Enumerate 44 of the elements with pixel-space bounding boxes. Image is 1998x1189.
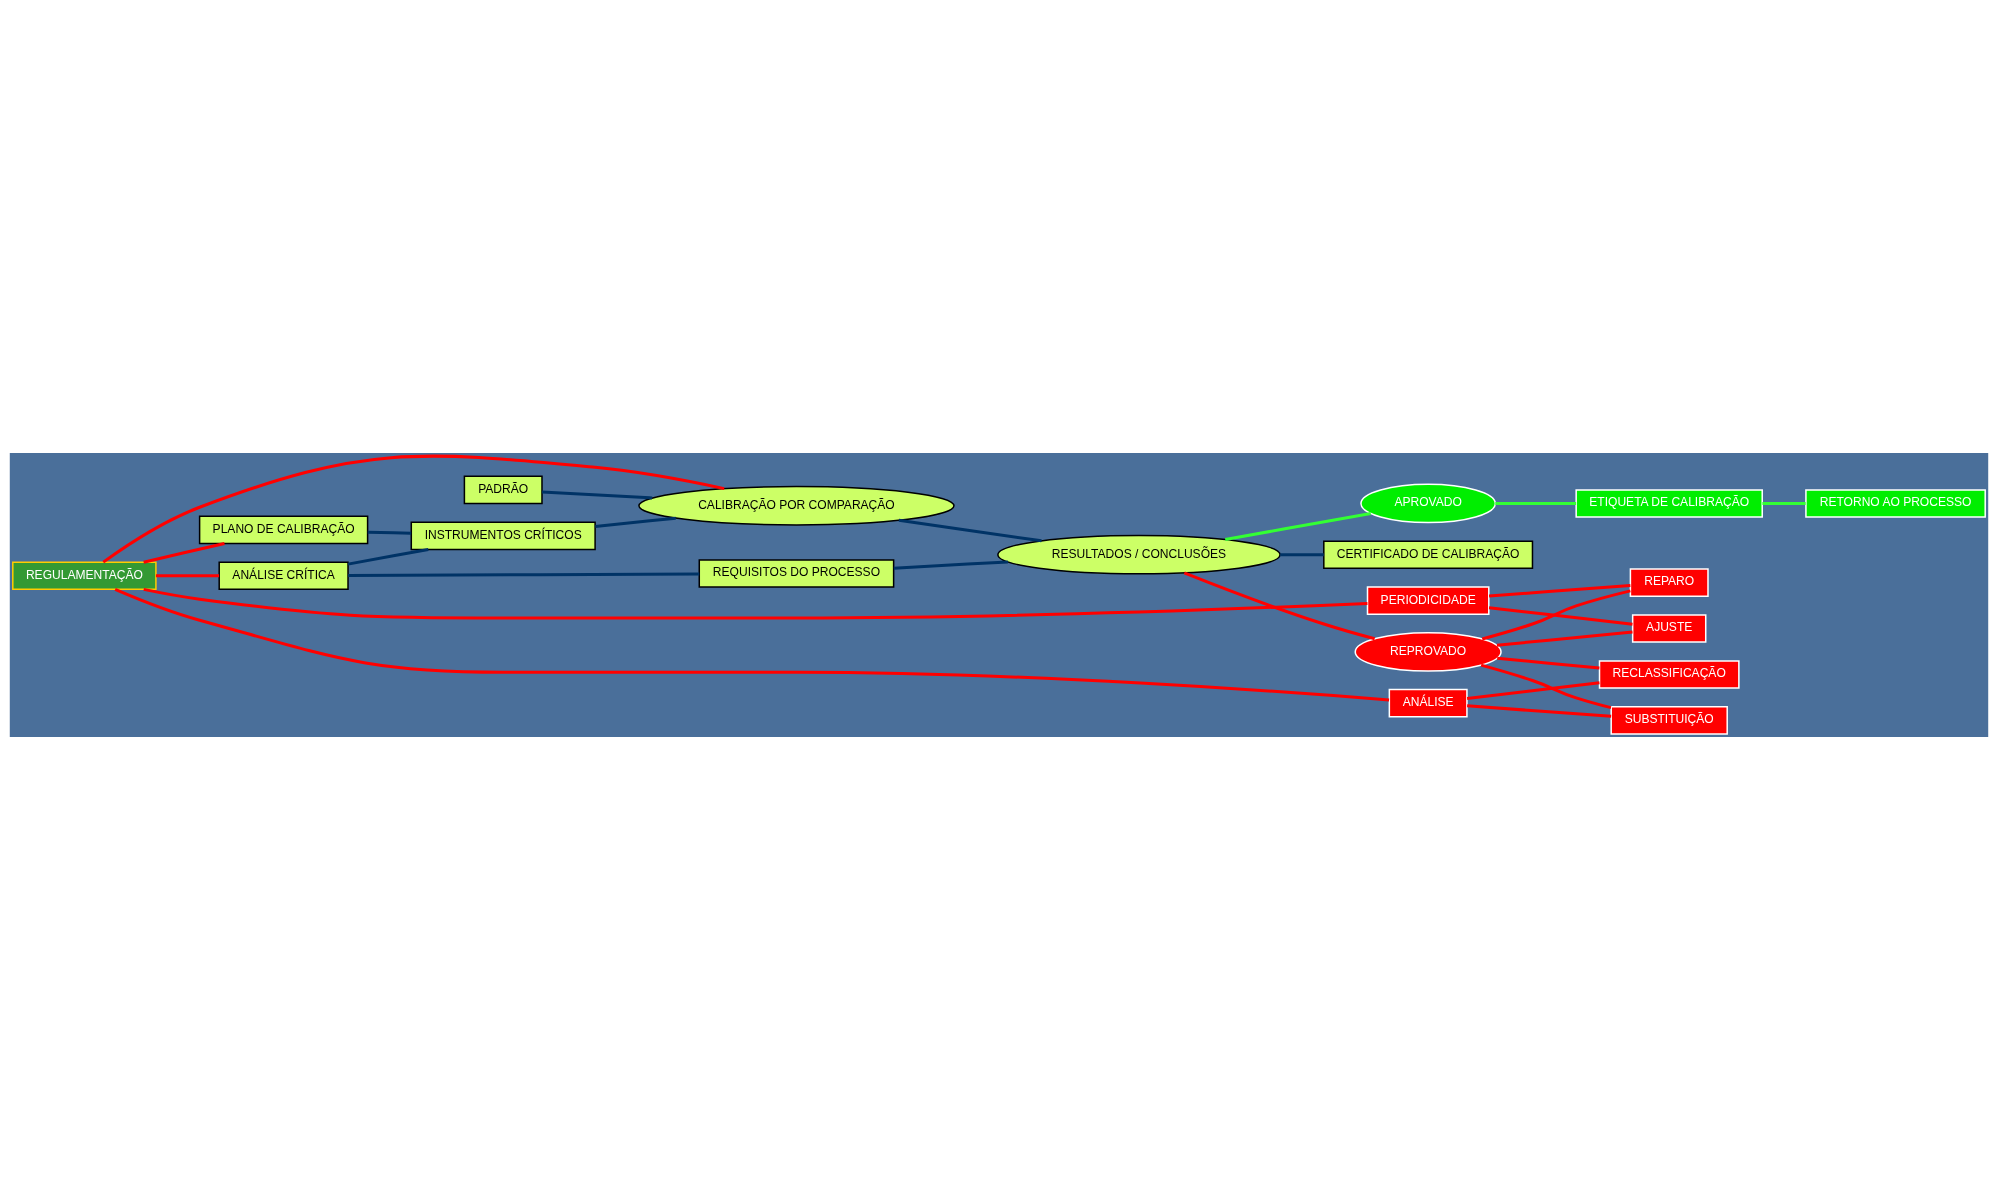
node-ellipse: RESULTADOS / CONCLUSÕES xyxy=(997,534,1281,575)
connector xyxy=(542,490,653,499)
node-ellipse: CALIBRAÇÃO POR COMPARAÇÃO xyxy=(638,485,955,526)
connector xyxy=(1497,656,1600,669)
node-box: AJUSTE xyxy=(1631,613,1707,643)
connector xyxy=(143,587,1368,619)
connector xyxy=(893,559,1008,570)
node-box: INSTRUMENTOS CRÍTICOS xyxy=(410,521,596,550)
connector xyxy=(1488,583,1631,598)
node-ellipse: APROVADO xyxy=(1360,483,1497,523)
connector xyxy=(1480,663,1612,709)
node-box: RETORNO AO PROCESSO xyxy=(1805,488,1986,518)
connector xyxy=(1280,552,1324,556)
connector xyxy=(114,587,1390,701)
node-box: ETIQUETA DE CALIBRAÇÃO xyxy=(1575,488,1763,518)
connector xyxy=(102,454,725,563)
connector xyxy=(1762,501,1806,505)
connector xyxy=(1183,571,1376,640)
node-box: REGULAMENTAÇÃO xyxy=(12,561,157,590)
connector xyxy=(143,541,225,564)
node-box: PERIODICIDADE xyxy=(1366,585,1490,615)
connector xyxy=(348,571,700,577)
connector xyxy=(1467,703,1612,718)
connector xyxy=(898,518,1042,542)
connector xyxy=(367,530,412,535)
connector xyxy=(1466,680,1600,700)
node-box: ANÁLISE CRÍTICA xyxy=(218,561,349,590)
connector xyxy=(595,516,676,528)
connector xyxy=(1488,605,1633,626)
node-box: CERTIFICADO DE CALIBRAÇÃO xyxy=(1323,539,1534,569)
connector xyxy=(347,547,429,566)
node-box: REPARO xyxy=(1629,567,1709,597)
connector xyxy=(1496,630,1633,647)
connector xyxy=(1495,501,1577,505)
node-box: ANÁLISE xyxy=(1388,688,1468,717)
node-box: RECLASSIFICAÇÃO xyxy=(1598,659,1740,689)
node-box: PLANO DE CALIBRAÇÃO xyxy=(198,515,369,544)
connector xyxy=(155,573,220,577)
node-box: REQUISITOS DO PROCESSO xyxy=(698,558,895,588)
node-ellipse: REPROVADO xyxy=(1354,631,1502,672)
connector xyxy=(1225,511,1372,541)
node-box: SUBSTITUIÇÃO xyxy=(1610,705,1728,735)
connector xyxy=(1481,588,1631,640)
node-box: PADRÃO xyxy=(463,475,543,504)
